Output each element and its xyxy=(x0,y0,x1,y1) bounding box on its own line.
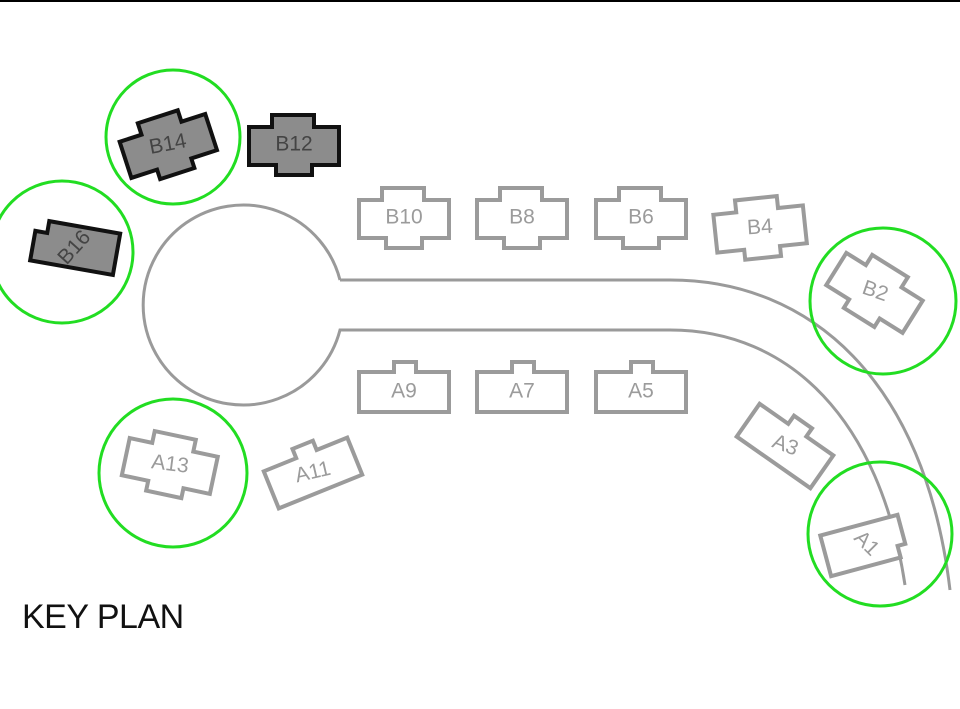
key-plan-title: KEY PLAN xyxy=(22,598,184,636)
lot-b4[interactable]: B4 xyxy=(711,193,810,262)
lot-footprint xyxy=(247,113,341,177)
lot-a3[interactable]: A3 xyxy=(733,396,839,491)
lot-label: B10 xyxy=(385,206,422,229)
lot-a5[interactable]: A5 xyxy=(594,360,688,414)
lot-b12[interactable]: B12 xyxy=(247,113,341,177)
lot-footprint xyxy=(357,360,451,414)
lot-footprint xyxy=(119,428,221,501)
lot-a7[interactable]: A7 xyxy=(475,360,569,414)
road xyxy=(141,203,952,591)
lot-a1[interactable]: A1 xyxy=(817,512,908,579)
highlight-ring-b14 xyxy=(104,68,242,206)
lot-footprint xyxy=(823,250,926,336)
lot-label: B8 xyxy=(509,206,535,229)
lot-label: A7 xyxy=(509,380,535,403)
highlight-ring-a1 xyxy=(806,460,954,608)
lot-label: B4 xyxy=(746,215,773,240)
lot-footprint xyxy=(261,434,365,512)
lot-a11[interactable]: A11 xyxy=(260,428,365,512)
highlight-ring-b2 xyxy=(808,226,958,376)
lot-footprint xyxy=(475,186,569,250)
road-edge-north xyxy=(141,203,907,586)
road-edge-south xyxy=(340,278,952,591)
lot-a9[interactable]: A9 xyxy=(357,360,451,414)
lot-b14[interactable]: B14 xyxy=(116,103,220,188)
lot-a13[interactable]: A13 xyxy=(119,426,221,503)
lot-footprint xyxy=(711,193,810,262)
lot-label: B6 xyxy=(628,206,654,229)
lot-footprint xyxy=(475,360,569,414)
lot-label: A13 xyxy=(150,450,190,478)
lot-b16[interactable]: B16 xyxy=(27,218,123,278)
lot-b6[interactable]: B6 xyxy=(594,186,688,250)
lot-b2[interactable]: B2 xyxy=(821,243,929,342)
lot-footprint xyxy=(594,186,688,250)
lot-footprint xyxy=(117,107,220,182)
lot-label: B12 xyxy=(275,133,312,156)
lot-footprint xyxy=(733,401,837,491)
lot-footprint xyxy=(357,186,451,250)
lot-footprint xyxy=(594,360,688,414)
lot-label: A9 xyxy=(391,380,417,403)
lot-footprint xyxy=(27,218,123,278)
highlight-ring-b16 xyxy=(0,179,135,325)
top-border-line xyxy=(0,0,960,2)
highlight-ring-a13 xyxy=(97,397,249,549)
lot-b8[interactable]: B8 xyxy=(475,186,569,250)
lot-label: A5 xyxy=(628,380,654,403)
lot-b10[interactable]: B10 xyxy=(357,186,451,250)
lot-footprint xyxy=(817,512,908,579)
